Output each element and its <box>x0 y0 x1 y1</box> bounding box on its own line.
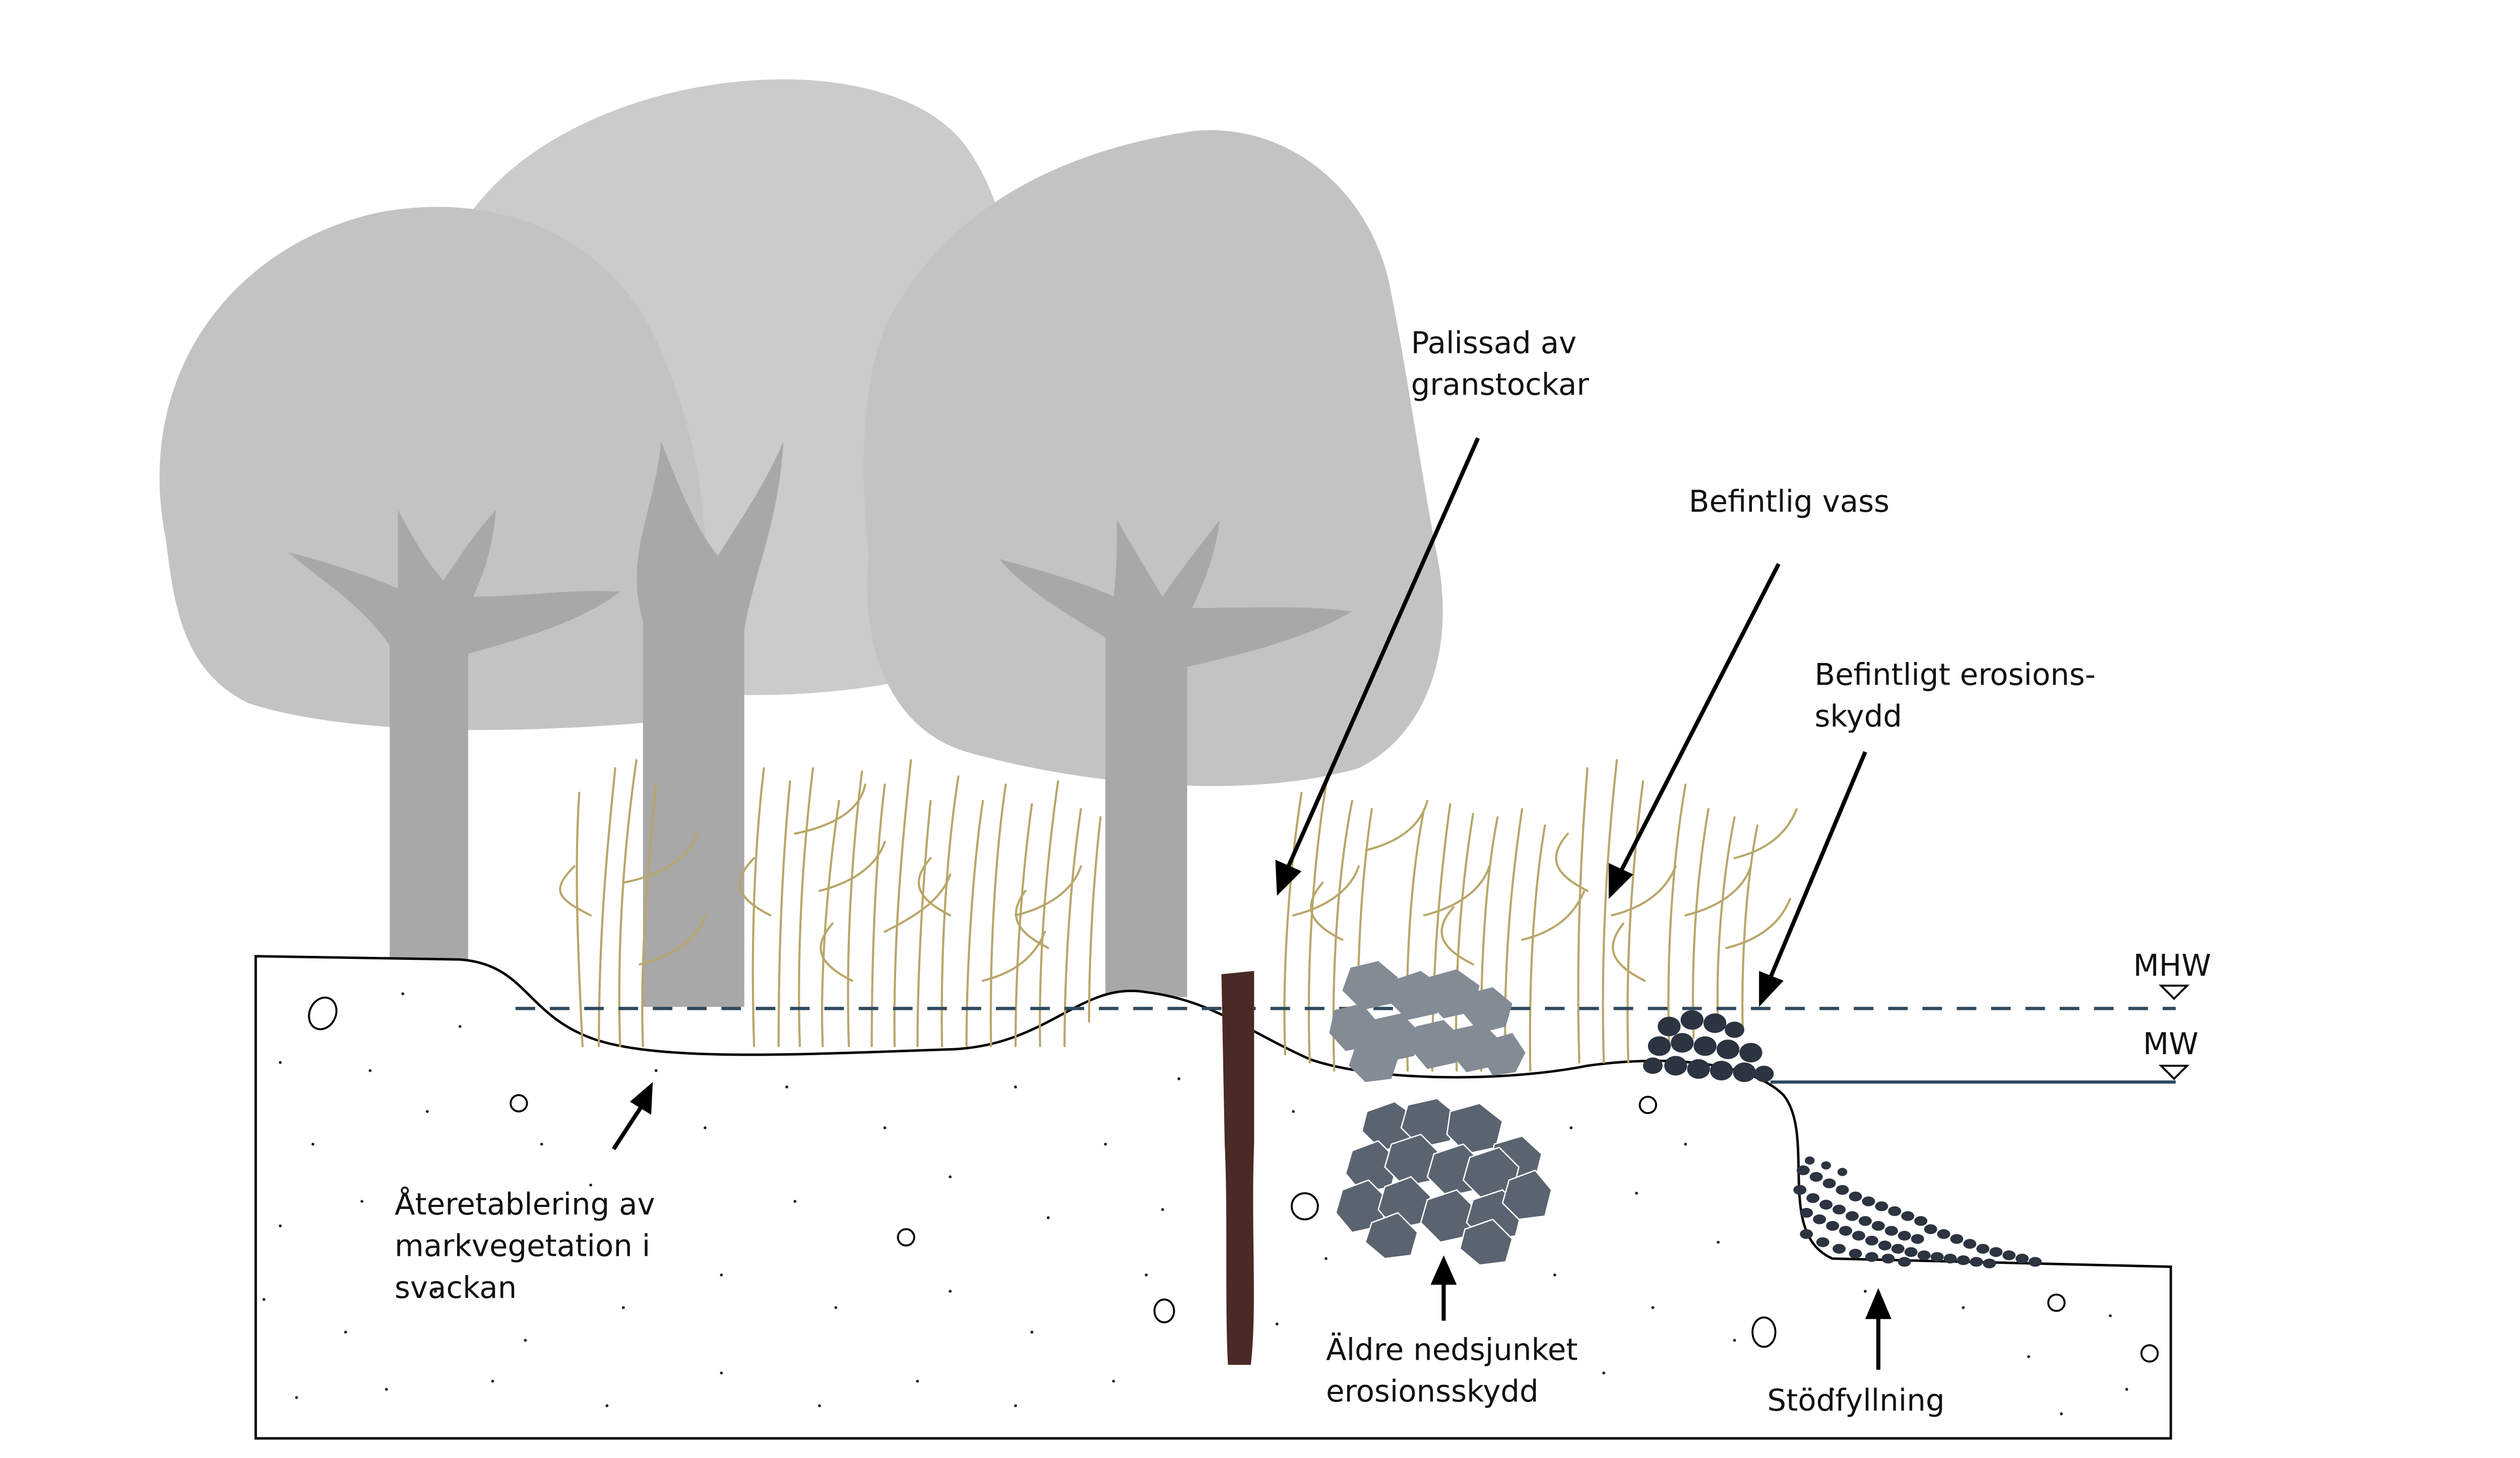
label-palissad-line2: granstockar <box>1411 367 1590 402</box>
label-erosionsskydd: Befintligt erosions- skydd <box>1814 657 2105 734</box>
tree-trunk-right <box>999 520 1352 997</box>
label-palissad: Palissad av granstockar <box>1411 325 1590 402</box>
stones-support-fill <box>1793 1156 2042 1268</box>
trees <box>159 79 1443 1007</box>
arrows <box>612 437 1892 1370</box>
tree-trunk-left <box>288 510 620 964</box>
mhw-marker-icon <box>2159 985 2190 1000</box>
mw-marker-icon <box>2159 1064 2190 1080</box>
label-vass-line1: Befintlig vass <box>1689 484 1889 519</box>
label-palissad-line1: Palissad av <box>1411 325 1577 360</box>
label-ateretablering-line2: markvegetation i <box>395 1229 650 1263</box>
label-stodfyllning: Stödfyllning <box>1767 1383 1944 1418</box>
reeds <box>559 759 1798 1072</box>
label-aldre: Äldre nedsjunket erosionsskydd <box>1326 1332 1587 1409</box>
stones-buried-old <box>1335 1098 1552 1266</box>
ground-specks <box>262 992 2128 1416</box>
ground-pebbles <box>308 996 2159 1363</box>
label-erosionsskydd-line1: Befintligt erosions- <box>1814 657 2096 692</box>
arrow-erosionsskydd <box>1759 751 1867 1007</box>
reed-cluster-left <box>559 759 1102 1048</box>
label-mhw: MHW <box>2133 948 2211 983</box>
label-ateretablering: Återetablering av markvegetation i svack… <box>395 1187 665 1305</box>
label-aldre-line2: erosionsskydd <box>1326 1374 1539 1409</box>
arrow-stodfyllning <box>1865 1288 1892 1370</box>
label-erosionsskydd-line2: skydd <box>1814 699 1902 734</box>
label-ateretablering-line3: svackan <box>395 1270 517 1305</box>
arrow-palissad <box>1275 437 1480 896</box>
label-aldre-line1: Äldre nedsjunket <box>1326 1332 1578 1367</box>
stones-surface-light <box>1329 961 1526 1082</box>
arrow-aldre <box>1430 1255 1457 1321</box>
label-vass: Befintlig vass <box>1689 484 1889 519</box>
tree-trunk-middle <box>637 441 784 1007</box>
palisade-log <box>1221 970 1254 1365</box>
label-ateretablering-line1: Återetablering av <box>395 1187 655 1222</box>
labels: Palissad av granstockar Befintlig vass B… <box>395 325 2211 1418</box>
stones-existing-protection <box>1643 1010 1774 1082</box>
arrow-ateretablering <box>612 1082 653 1150</box>
label-mw: MW <box>2143 1026 2198 1061</box>
arrow-vass <box>1608 563 1781 899</box>
